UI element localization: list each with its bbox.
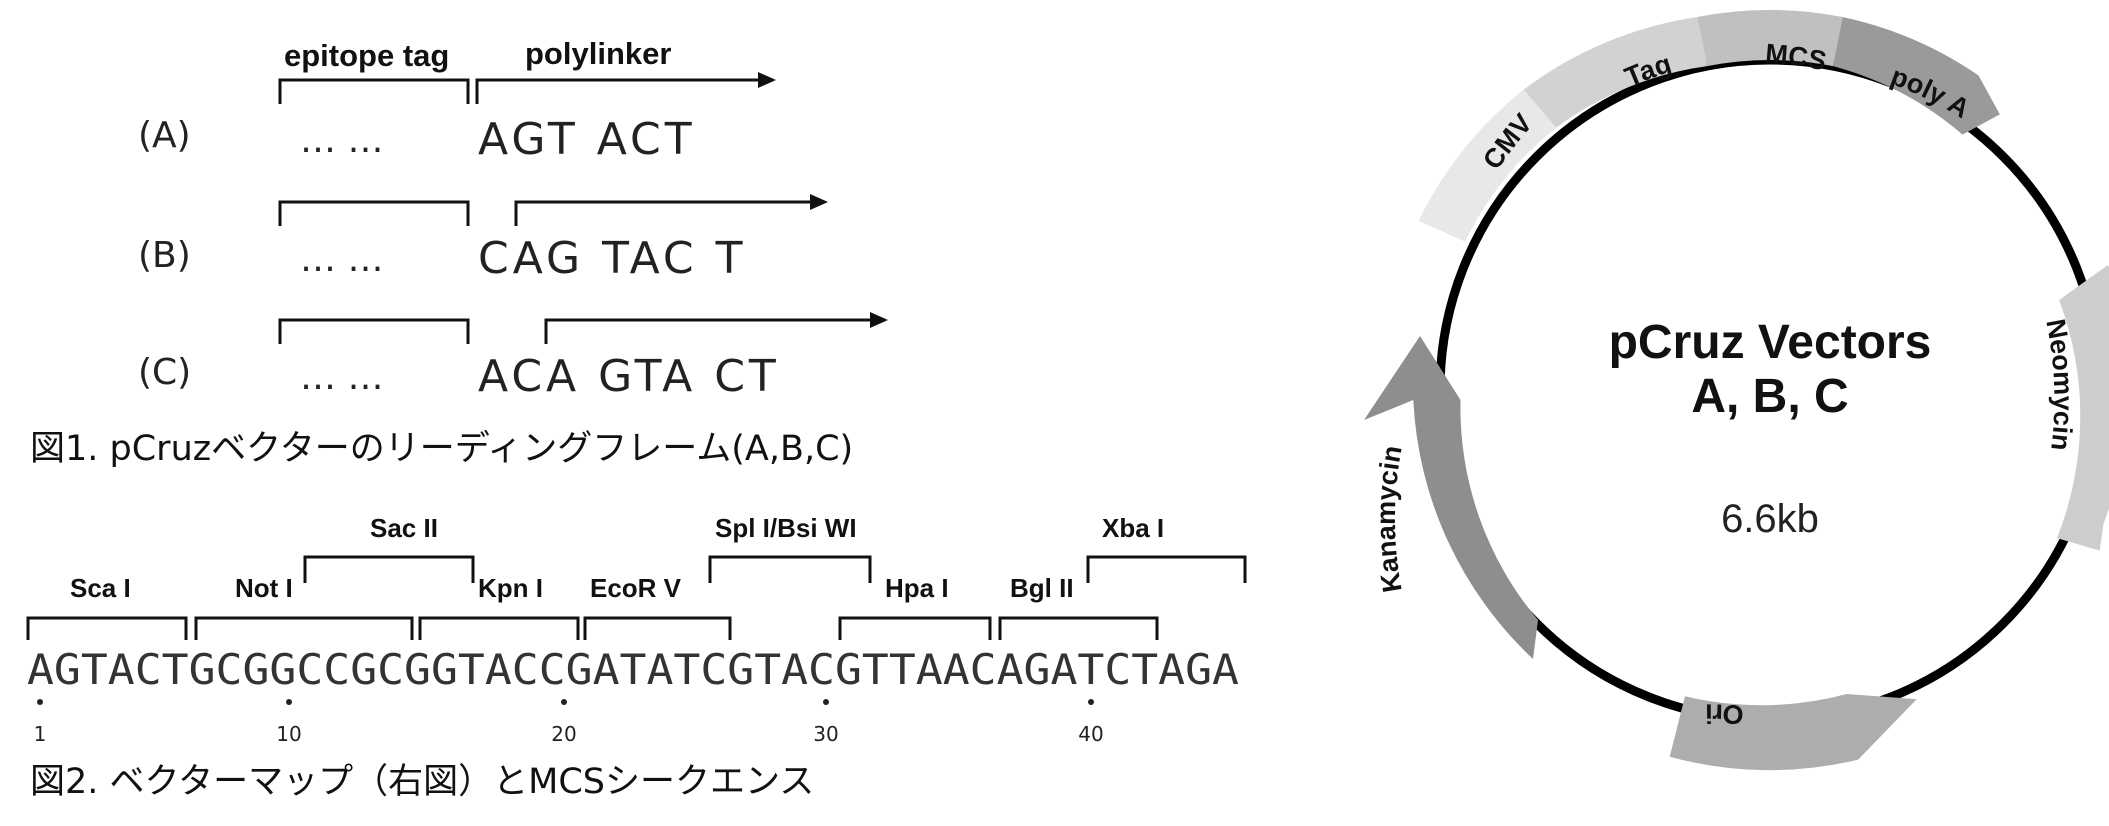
site-bracket-hpa-i bbox=[838, 616, 992, 640]
site-bracket-sac-ii bbox=[303, 555, 475, 583]
site-bracket-bgl-ii bbox=[998, 616, 1159, 640]
epitope-tag-bracket-b bbox=[278, 200, 470, 226]
plasmid-size: 6.6kb bbox=[1721, 497, 1819, 541]
epitope-tag-header: epitope tag bbox=[284, 38, 449, 73]
segment-label-ori: Ori bbox=[1705, 698, 1744, 729]
site-label-hpa-i: Hpa I bbox=[885, 573, 949, 603]
site-bracket-not-i bbox=[194, 616, 414, 640]
site-bracket-kpn-i bbox=[418, 616, 580, 640]
site-bracket-ecor-v bbox=[583, 616, 732, 640]
ruler-dot-10 bbox=[286, 699, 292, 705]
figure2-caption: 図2. ベクターマップ（右図）とMCSシークエンス bbox=[30, 762, 814, 802]
polylinker-arrow-c bbox=[544, 318, 872, 344]
mcs-sequence: AGTACTGCGGCCGCGGTACCGATATCGTACGTTAACAGAT… bbox=[27, 645, 1239, 694]
reading-frame-figure: epitope tag polylinker (A) … … AGT ACT (… bbox=[30, 36, 888, 469]
segment-tag bbox=[1523, 17, 1707, 128]
ruler-label-20: 20 bbox=[551, 722, 576, 746]
plasmid-map: CMV Tag MCS poly A Neomycin Ori Kanamyci… bbox=[1364, 10, 2109, 771]
ruler-label-30: 30 bbox=[813, 722, 838, 746]
mcs-sequence-figure: Sac II Spl I/Bsi WI Xba I Sca I Not I Kp… bbox=[26, 513, 1247, 802]
segment-cmv bbox=[1418, 89, 1557, 242]
epitope-tag-bracket bbox=[278, 78, 470, 104]
segment-label-kanamycin: Kanamycin bbox=[1371, 443, 1408, 594]
site-bracket-sca-i bbox=[26, 616, 188, 640]
frame-dots-a: … … bbox=[300, 120, 383, 161]
polylinker-arrow-b bbox=[514, 200, 812, 226]
arrowhead-c bbox=[870, 312, 888, 328]
epitope-tag-bracket-c bbox=[278, 318, 470, 344]
site-label-kpn-i: Kpn I bbox=[478, 573, 543, 603]
figure1-caption: 図1. pCruzベクターのリーディングフレーム(A,B,C) bbox=[30, 429, 853, 469]
site-label-sac-ii: Sac II bbox=[370, 513, 438, 543]
plasmid-title-line1: pCruz Vectors bbox=[1609, 316, 1932, 369]
arrowhead-b bbox=[810, 194, 828, 210]
frame-sequence-b: CAG TAC T bbox=[478, 233, 747, 284]
ruler-dot-30 bbox=[823, 699, 829, 705]
ruler-label-1: 1 bbox=[34, 722, 47, 746]
site-bracket-xba-i bbox=[1086, 555, 1247, 583]
frame-sequence-c: ACA GTA CT bbox=[478, 351, 780, 402]
polylinker-arrow-a bbox=[475, 78, 760, 104]
segment-ori bbox=[1669, 694, 1917, 771]
frame-dots-c: … … bbox=[300, 357, 383, 398]
frame-label-b: (B) bbox=[138, 235, 191, 276]
ruler-dot-40 bbox=[1088, 699, 1094, 705]
polylinker-header: polylinker bbox=[525, 36, 671, 71]
ruler-dot-1 bbox=[37, 699, 43, 705]
frame-sequence-a: AGT ACT bbox=[478, 114, 696, 165]
segment-mcs bbox=[1697, 10, 1843, 67]
ruler-label-40: 40 bbox=[1078, 722, 1103, 746]
site-label-ecor-v: EcoR V bbox=[590, 573, 682, 603]
ruler-dot-20 bbox=[561, 699, 567, 705]
site-label-not-i: Not I bbox=[235, 573, 293, 603]
plasmid-title-line2: A, B, C bbox=[1691, 370, 1848, 423]
ruler-label-10: 10 bbox=[276, 722, 301, 746]
site-label-bgl-ii: Bgl II bbox=[1010, 573, 1074, 603]
segment-kanamycin bbox=[1364, 336, 1538, 659]
frame-dots-b: … … bbox=[300, 239, 383, 280]
segment-neomycin bbox=[2057, 265, 2109, 551]
site-bracket-spl-i-bsi-wi bbox=[708, 555, 872, 583]
frame-label-c: (C) bbox=[138, 352, 191, 393]
site-label-xba-i: Xba I bbox=[1102, 513, 1164, 543]
site-label-spl-i-bsi-wi: Spl I/Bsi WI bbox=[715, 513, 857, 543]
arrowhead-a bbox=[758, 72, 776, 88]
segment-poly-a bbox=[1833, 17, 2000, 135]
site-label-sca-i: Sca I bbox=[70, 573, 131, 603]
frame-label-a: (A) bbox=[138, 115, 191, 156]
